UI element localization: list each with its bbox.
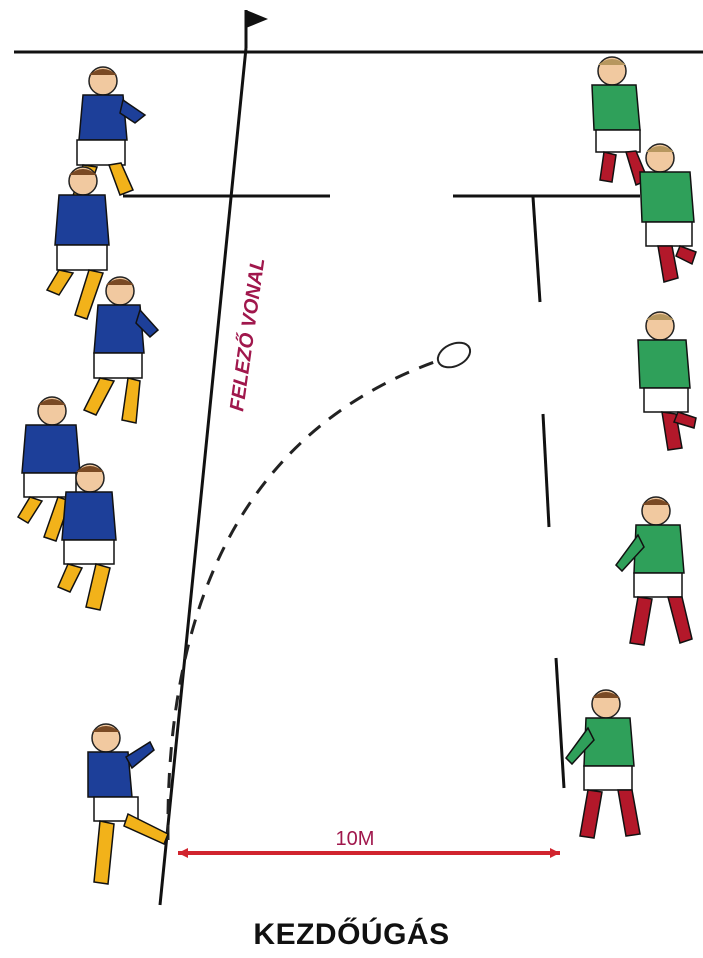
- green-player: [640, 144, 696, 282]
- blue-player: [47, 167, 109, 319]
- rugby-ball-icon: [434, 338, 474, 372]
- halfway-line-label: FELEZŐ VONAL: [225, 257, 269, 413]
- distance-label: 10M: [336, 828, 375, 850]
- green-player: [592, 57, 648, 185]
- corner-flag-icon: [246, 10, 268, 48]
- green-player: [616, 497, 692, 645]
- ten-metre-line: [533, 197, 564, 788]
- green-player: [638, 312, 696, 450]
- kickoff-diagram: FELEZŐ VONAL 10M: [0, 0, 703, 910]
- kicker-player: [88, 724, 168, 884]
- blue-player: [84, 277, 158, 423]
- diagram-caption: KEZDŐÚGÁS: [0, 918, 703, 952]
- green-player: [566, 690, 640, 838]
- halfway-line: [160, 48, 246, 905]
